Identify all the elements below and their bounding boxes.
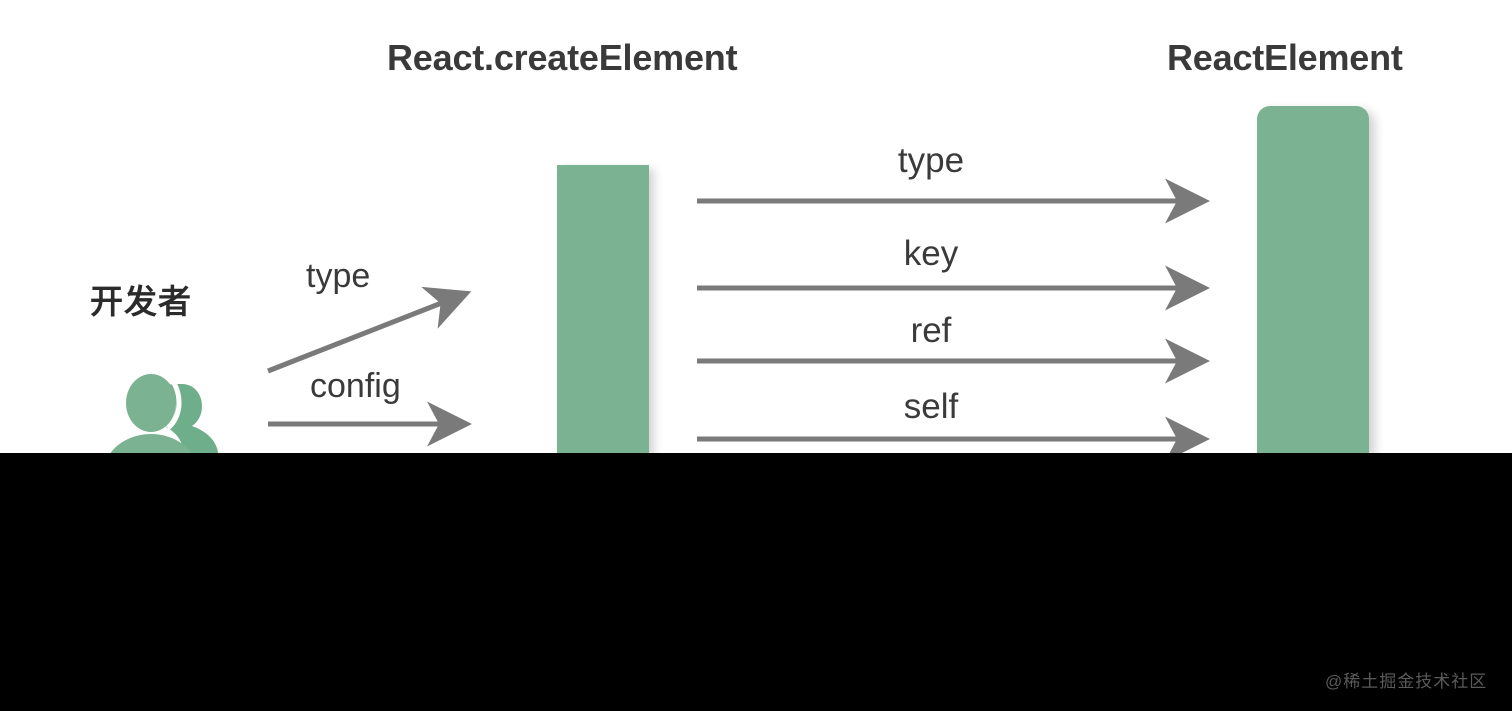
output-arrow-type — [697, 178, 1210, 224]
page-title-react-element: ReactElement — [1167, 37, 1403, 78]
output-arrow-label-ref: ref — [910, 311, 952, 350]
page-title-create-element: React.createElement — [387, 37, 738, 78]
users-icon — [104, 370, 220, 453]
output-arrow-self — [697, 416, 1210, 453]
diagram-canvas: React.createElement ReactElement 开发者 typ… — [0, 0, 1512, 453]
input-arrow-label-type: type — [306, 257, 371, 295]
output-arrow-key — [697, 265, 1210, 311]
output-arrow-label-key: key — [903, 234, 959, 273]
output-arrow-label-self: self — [903, 387, 959, 426]
output-arrow-label-type: type — [897, 141, 965, 180]
create-element-bar — [557, 165, 649, 453]
input-arrow-type — [267, 286, 472, 374]
developer-label: 开发者 — [90, 283, 192, 320]
input-arrow-label-config: config — [310, 367, 401, 405]
input-arrow-config — [268, 401, 472, 447]
output-arrow-ref — [697, 338, 1210, 384]
watermark: @稀土掘金技术社区 — [1325, 672, 1488, 691]
react-element-bar — [1257, 106, 1369, 453]
